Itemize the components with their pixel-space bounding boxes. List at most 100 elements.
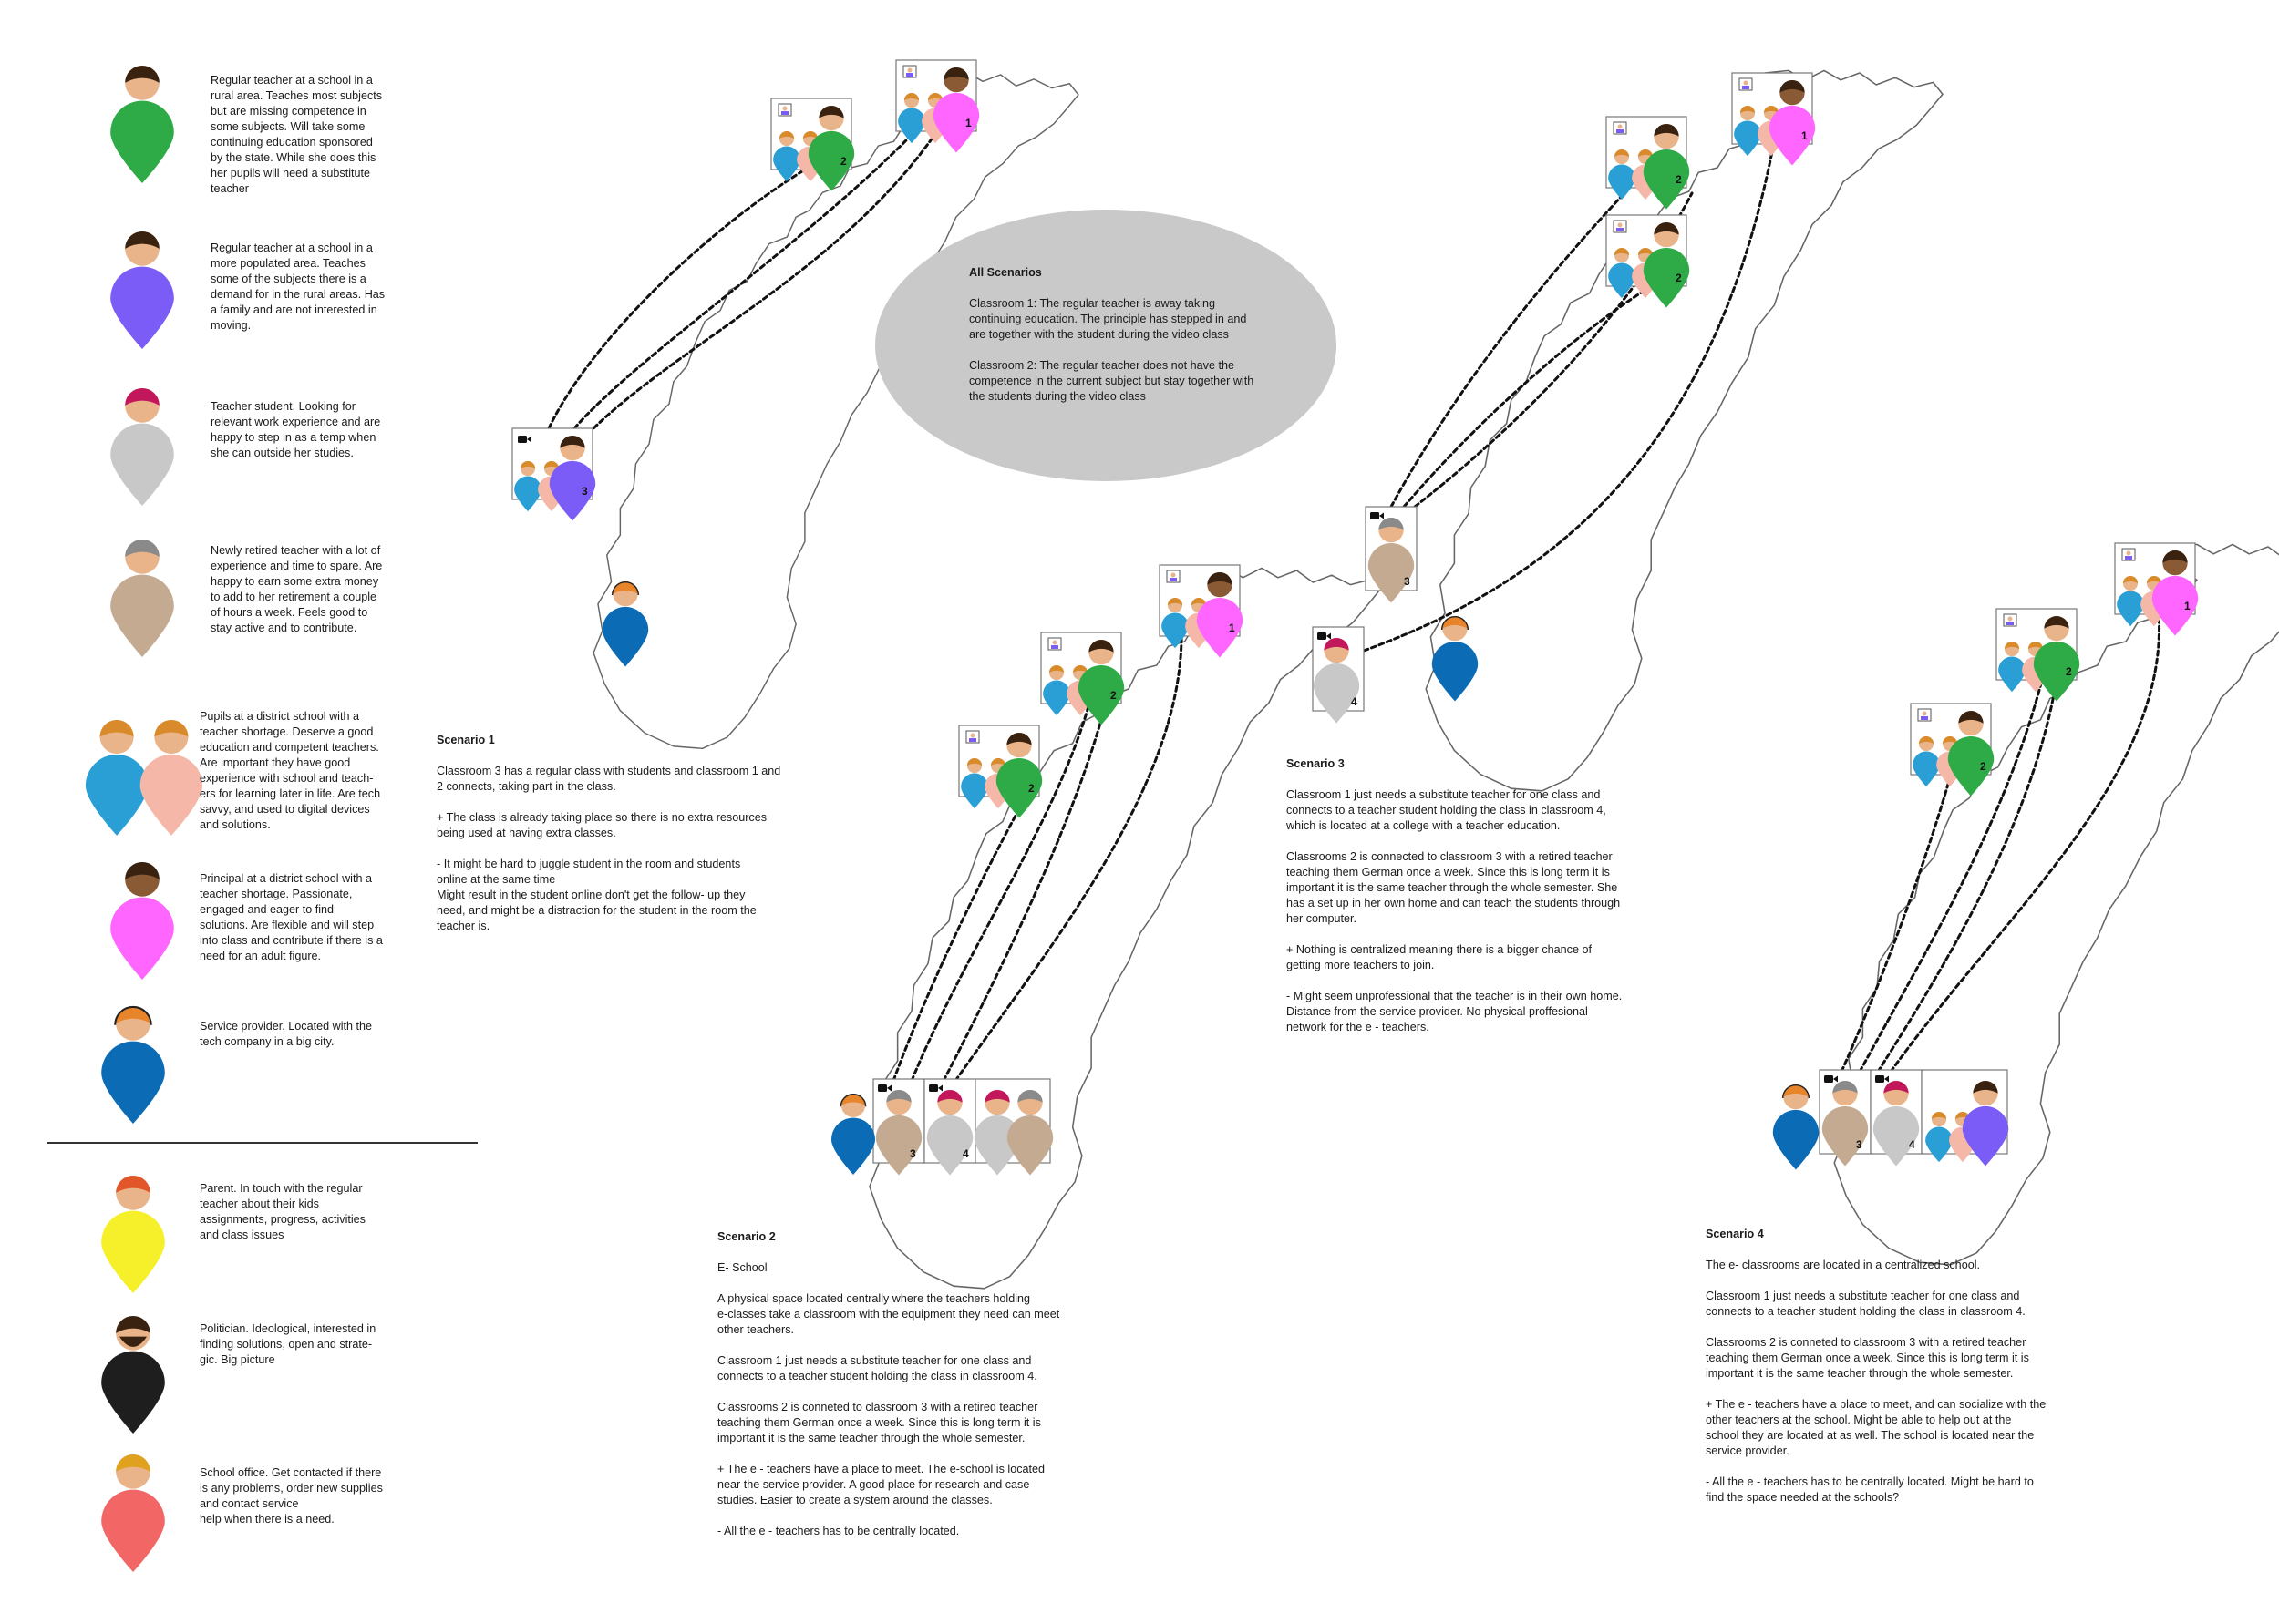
classroom-number: 3 <box>582 485 588 498</box>
classroom-box-2: 2 <box>1605 214 1690 308</box>
classroom-box-2: 2 <box>770 98 855 191</box>
persona-politician-text: Politician. Ideological, interested in f… <box>200 1322 376 1366</box>
pupil-boy-icon <box>1608 149 1635 200</box>
persona-teacher-student-icon <box>110 388 174 507</box>
screen-portrait-icon <box>1166 570 1181 583</box>
pupil-boy-icon <box>1043 664 1070 716</box>
regular-populated-person-icon <box>549 435 596 521</box>
dashed-connection-line <box>1876 678 2058 1074</box>
persona-retired-teacher-text: Newly retired teacher with a lot of expe… <box>211 544 383 634</box>
scenario-1-con: - It might be hard to juggle student in … <box>437 858 757 932</box>
regular-populated-person-icon <box>1962 1081 2009 1167</box>
screen-portrait-icon <box>1047 637 1062 651</box>
classroom-number: 2 <box>1980 760 1986 773</box>
persona-icons <box>85 66 203 1573</box>
scenario-2-title: Scenario 2 <box>717 1230 776 1243</box>
persona-parent-icon <box>101 1176 165 1294</box>
principal-person-icon <box>933 67 980 153</box>
dashed-connection-line <box>1362 140 1776 653</box>
dashed-connection-line <box>910 698 1092 1083</box>
classroom-number: 1 <box>1801 129 1808 142</box>
connection-lines <box>547 129 2161 1083</box>
classroom-box-2: 2 <box>1040 632 1125 725</box>
persona-service-provider-text: Service provider. Located with the tech … <box>200 1020 373 1048</box>
principal-person-icon <box>1769 79 1816 166</box>
classroom-number: 2 <box>1676 272 1682 284</box>
classroom-box-2: 2 <box>958 725 1043 818</box>
pupil-boy-icon <box>2117 575 2144 627</box>
dashed-connection-line <box>572 133 913 430</box>
dashed-connection-line <box>942 698 1109 1083</box>
dashed-connection-line <box>1889 611 2161 1074</box>
persona-regular-populated-icon <box>110 231 174 350</box>
scenario-1-service-provider-icon <box>602 581 649 667</box>
persona-parent-text: Parent. In touch with the regular teache… <box>200 1182 366 1241</box>
screen-portrait-icon <box>1738 77 1753 91</box>
dashed-connection-line <box>1389 193 1624 509</box>
scenario-2-pro: + The e - teachers have a place to meet.… <box>717 1463 1046 1506</box>
classroom-number: 3 <box>1404 575 1410 588</box>
classroom-number: 3 <box>910 1147 916 1160</box>
classroom-box-1: 1 <box>2114 542 2199 636</box>
classroom-box-2: 2 <box>1995 608 2080 702</box>
persona-school-office-icon <box>101 1454 165 1573</box>
scenario-1-text: Scenario 1 Classroom 3 has a regular cla… <box>437 733 820 950</box>
video-camera-icon <box>518 436 531 443</box>
regular-rural-person-icon <box>1947 711 1995 797</box>
screen-portrait-icon <box>965 730 980 744</box>
dashed-connection-line <box>1840 773 1953 1074</box>
classroom-number: 4 <box>1909 1138 1915 1151</box>
dashed-connection-line <box>1402 272 1676 509</box>
regular-rural-person-icon <box>2033 616 2080 702</box>
principal-person-icon <box>1196 572 1243 658</box>
scenario-3-classroom2: Classrooms 2 is connected to classroom 3… <box>1286 850 1621 925</box>
screen-portrait-icon <box>2003 613 2017 627</box>
classroom-number: 1 <box>1229 622 1235 634</box>
pupil-boy-icon <box>85 720 149 836</box>
classroom-box-1: 1 <box>895 59 980 153</box>
retired-teacher-person-icon <box>1006 1090 1054 1176</box>
pupil-boy-icon <box>898 93 925 144</box>
scenario-4-classroom2: Classrooms 2 is conneted to classroom 3 … <box>1706 1336 2029 1380</box>
persona-pupils-text: Pupils at a district school with a teach… <box>200 710 381 831</box>
teacher-student-person-icon <box>1872 1081 1920 1167</box>
screen-portrait-icon <box>778 103 792 117</box>
video-camera-icon <box>1824 1075 1838 1083</box>
scenario-4-con: - All the e - teachers has to be central… <box>1706 1475 2034 1504</box>
classroom-box-2: 2 <box>1605 116 1690 210</box>
screen-portrait-icon <box>2121 548 2136 561</box>
scenario-2-classroom1: Classroom 1 just needs a substitute teac… <box>717 1354 1037 1382</box>
scenario-2-con: - All the e - teachers has to be central… <box>717 1525 960 1537</box>
video-camera-icon <box>1317 632 1331 640</box>
dashed-connection-line <box>547 170 804 430</box>
pupil-boy-icon <box>1925 1112 1953 1163</box>
persona-divider <box>47 1142 478 1144</box>
scenario-2-text: Scenario 2 E- School A physical space lo… <box>717 1229 1100 1555</box>
retired-teacher-person-icon <box>875 1090 923 1176</box>
classroom-number: 2 <box>840 155 847 168</box>
persona-principal-icon <box>110 862 174 981</box>
classroom-box-3: 3 <box>511 427 596 521</box>
scenario-2-service-provider-icon <box>831 1093 875 1175</box>
home-classroom-3: 3 <box>1365 506 1418 603</box>
classroom-number: 1 <box>2184 600 2191 612</box>
screen-portrait-icon <box>1613 220 1627 233</box>
persona-teacher-student-text: Teacher student. Looking for relevant wo… <box>211 400 381 459</box>
pupil-boy-icon <box>961 757 988 809</box>
classroom-number: 2 <box>1676 173 1682 186</box>
principal-person-icon <box>2151 550 2199 636</box>
video-camera-icon <box>929 1084 943 1092</box>
video-camera-icon <box>1875 1075 1889 1083</box>
pupil-boy-icon <box>1161 597 1189 649</box>
scenario-2-description: A physical space located centrally where… <box>717 1292 1060 1336</box>
pupils-icon <box>85 720 203 836</box>
screen-portrait-icon <box>1917 708 1932 722</box>
pupil-boy-icon <box>1608 247 1635 299</box>
persona-principal-text: Principal at a district school with a te… <box>200 872 383 962</box>
regular-rural-person-icon <box>808 105 855 191</box>
scenario-3-pro: + Nothing is centralized meaning there i… <box>1286 943 1592 971</box>
classroom-box-2: 2 <box>1910 703 1995 797</box>
all-scenarios-title: All Scenarios <box>969 266 1042 279</box>
